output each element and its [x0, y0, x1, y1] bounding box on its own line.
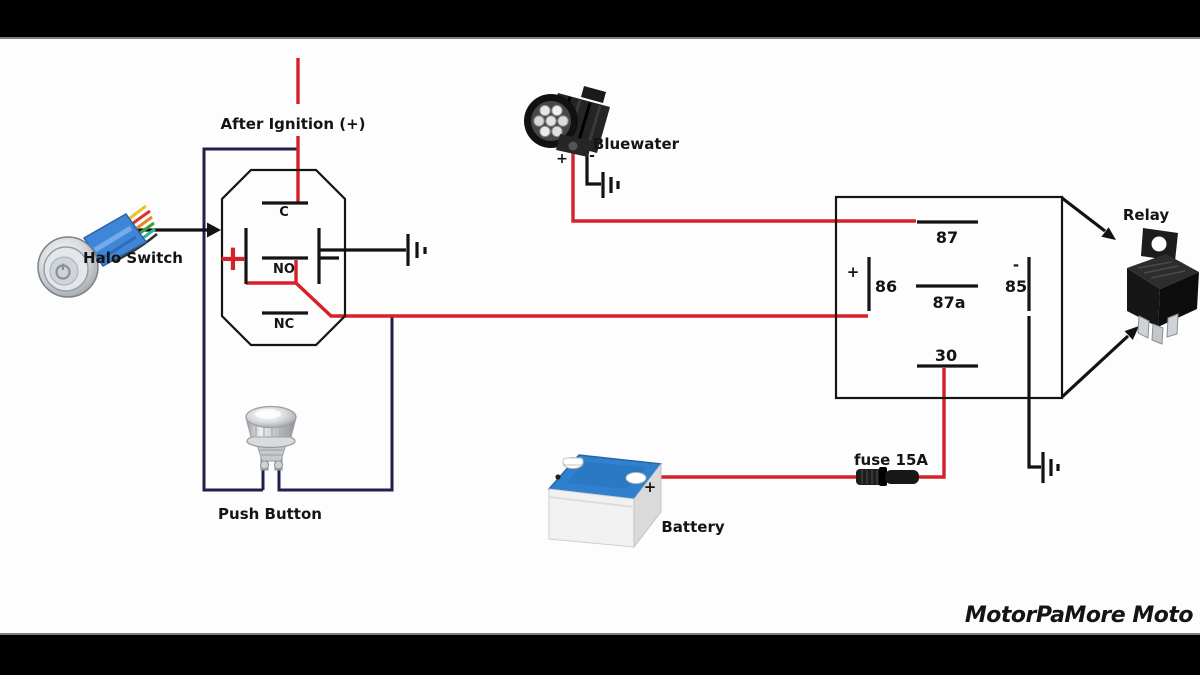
terminal-86-label: 86	[875, 277, 897, 296]
terminal-no-label: NO	[273, 262, 295, 277]
wire-no-to-output	[246, 281, 868, 318]
relay-plus-sign: +	[847, 263, 860, 281]
relay-minus-sign: -	[1013, 256, 1019, 274]
battery-plus-sign: +	[644, 478, 657, 496]
relay-label: Relay	[1123, 206, 1170, 224]
push-button-photo	[245, 405, 297, 471]
relay-box-symbol: 87 86 87a 85 30 + -	[834, 195, 1064, 400]
halo-switch-label: Halo Switch	[83, 249, 183, 267]
switch-ground-symbol	[320, 234, 427, 266]
terminal-85-label: 85	[1005, 277, 1027, 296]
terminal-nc-label: NC	[274, 317, 294, 332]
bluewater-label: Bluewater	[593, 135, 680, 153]
relay-arrow-bottom	[1060, 326, 1139, 399]
bluewater-light-photo: + -	[524, 86, 610, 167]
relay-photo	[1127, 228, 1199, 345]
push-button-label: Push Button	[218, 505, 322, 523]
terminal-c-label: C	[279, 205, 289, 220]
terminal-30-label: 30	[935, 346, 957, 365]
battery-photo: +	[547, 454, 663, 549]
light-ground-symbol	[585, 152, 620, 198]
watermark: MotorPaMore Moto	[965, 603, 1194, 628]
terminal-87-label: 87	[936, 228, 958, 247]
relay-ground-symbol	[1027, 316, 1060, 483]
halo-switch-symbol: C NO NC +	[218, 168, 347, 347]
switch-plus-sign: +	[218, 238, 248, 279]
battery-label: Battery	[661, 518, 724, 536]
light-plus-sign: +	[556, 151, 568, 167]
wire-30-to-battery	[650, 368, 946, 479]
halo-switch-photo	[37, 204, 158, 298]
fuse-label: fuse 15A	[854, 451, 928, 469]
relay-arrow-top	[1061, 196, 1116, 240]
after-ignition-label: After Ignition (+)	[220, 115, 365, 133]
wire-light-to-87	[571, 152, 916, 223]
fuse-image	[856, 467, 919, 486]
light-minus-sign: -	[589, 148, 595, 164]
terminal-87a-label: 87a	[932, 293, 965, 312]
